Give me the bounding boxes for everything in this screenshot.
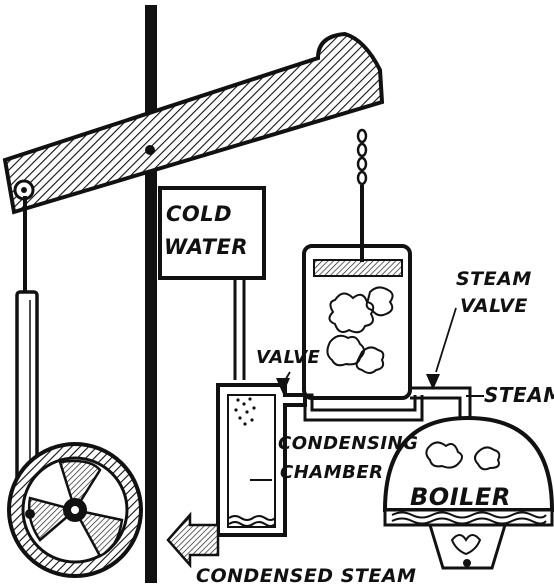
condensing-label-line2: CHAMBER (280, 462, 384, 483)
steam-valve-label-line1: STEAM (456, 268, 532, 290)
rocking-beam (2, 31, 385, 215)
valve (276, 371, 291, 394)
boiler-label: BOILER (410, 483, 511, 511)
valve-label: VALVE (256, 347, 321, 368)
steam-pipe (410, 386, 472, 425)
boiler-steam-puffs (425, 441, 501, 471)
boiler: BOILER (382, 415, 554, 570)
condensing-chamber (216, 383, 307, 537)
steam-valve-label-line2: VALVE (460, 295, 528, 317)
steam-valve (426, 307, 457, 390)
beam-pivot (145, 145, 155, 155)
flywheel (7, 442, 143, 578)
condensing-label-line1: CONDENSING (278, 433, 418, 454)
steam-puffs (326, 286, 394, 374)
water-feed-pipe (233, 278, 246, 380)
exhaust-pipe (285, 393, 424, 422)
piston-chain (356, 128, 368, 262)
beam-support-post (145, 5, 157, 583)
water-spray (234, 397, 256, 426)
condensed-steam-outlet-arrow (166, 511, 220, 569)
cold-water-label-line2: WATER (164, 235, 248, 259)
crank-pin (25, 509, 35, 519)
cold-water-label-line1: COLD (166, 202, 232, 226)
condensed-steam-label: CONDENSED STEAM (196, 565, 416, 585)
steam-label: STEAM (484, 383, 554, 407)
firebox (427, 523, 508, 570)
cylinder (302, 244, 412, 400)
piston (313, 259, 403, 277)
cold-water-tank: COLD WATER (158, 186, 266, 280)
